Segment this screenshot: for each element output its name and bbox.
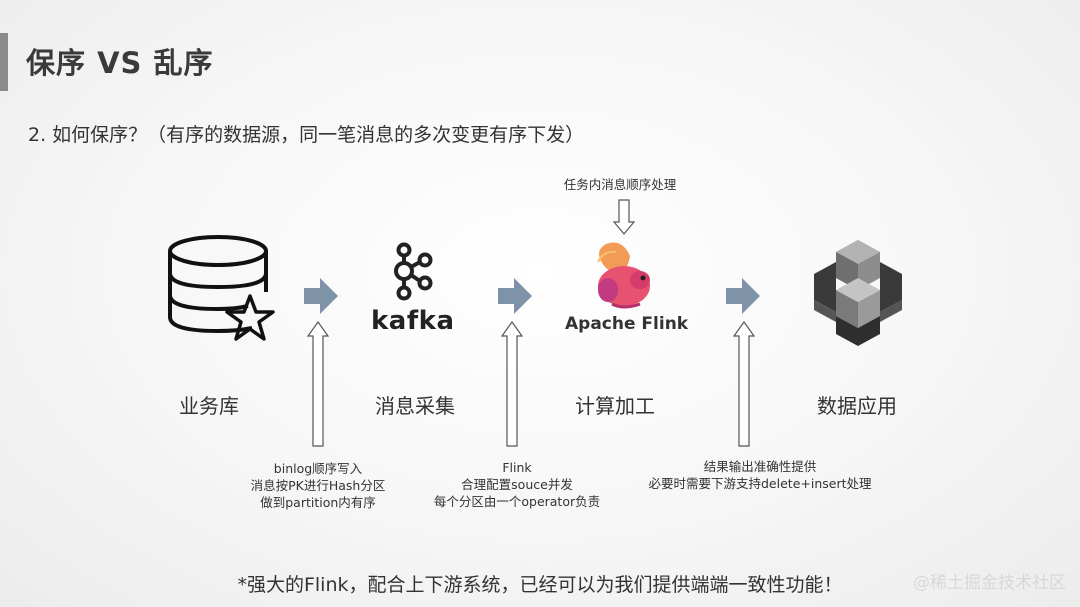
up-arrow-1: [306, 320, 330, 447]
slide-subtitle: 2. 如何保序？（有序的数据源，同一笔消息的多次变更有序下发）: [28, 124, 585, 146]
up-arrow-3: [732, 320, 756, 447]
flink-logo-text: Apache Flink: [565, 314, 689, 334]
flow-arrow-2: [498, 278, 532, 314]
flow-arrow-3: [726, 278, 760, 314]
down-arrow-top: [612, 199, 636, 235]
note-flink: Flink 合理配置souce并发 每个分区由一个operator负责: [417, 459, 617, 510]
title-accent-bar: [0, 33, 8, 91]
database-star-icon: [168, 235, 275, 341]
flow-arrow-1: [304, 278, 338, 314]
footer-note: *强大的Flink，配合上下游系统，已经可以为我们提供端端一致性功能！: [237, 574, 843, 596]
note-flink-line: 合理配置souce并发: [461, 477, 573, 492]
note-source-line: 做到partition内有序: [260, 495, 376, 510]
stage-label-compute: 计算加工: [575, 394, 655, 418]
stage-label-message-collect: 消息采集: [375, 394, 455, 418]
note-flink-line: Flink: [502, 460, 532, 475]
kafka-logo-text: kafka: [371, 306, 455, 336]
flink-squirrel-logo: [597, 242, 650, 309]
note-output: 结果输出准确性提供 必要时需要下游支持delete+insert处理: [630, 458, 890, 492]
slide-title: 保序 VS 乱序: [26, 46, 214, 80]
note-output-line: 结果输出准确性提供: [703, 459, 817, 474]
note-source-line: 消息按PK进行Hash分区: [250, 478, 386, 493]
hexagon-cubes-icon: [814, 240, 902, 346]
top-note: 任务内消息顺序处理: [563, 177, 677, 192]
note-source: binlog顺序写入 消息按PK进行Hash分区 做到partition内有序: [218, 460, 418, 511]
up-arrow-2: [500, 320, 524, 447]
note-flink-line: 每个分区由一个operator负责: [433, 494, 601, 509]
watermark: @稀土掘金技术社区: [913, 573, 1066, 593]
stage-label-data-app: 数据应用: [817, 394, 897, 418]
note-source-line: binlog顺序写入: [273, 461, 363, 476]
note-output-line: 必要时需要下游支持delete+insert处理: [648, 476, 872, 491]
stage-label-source-db: 业务库: [179, 394, 239, 418]
kafka-logo: [394, 242, 433, 301]
